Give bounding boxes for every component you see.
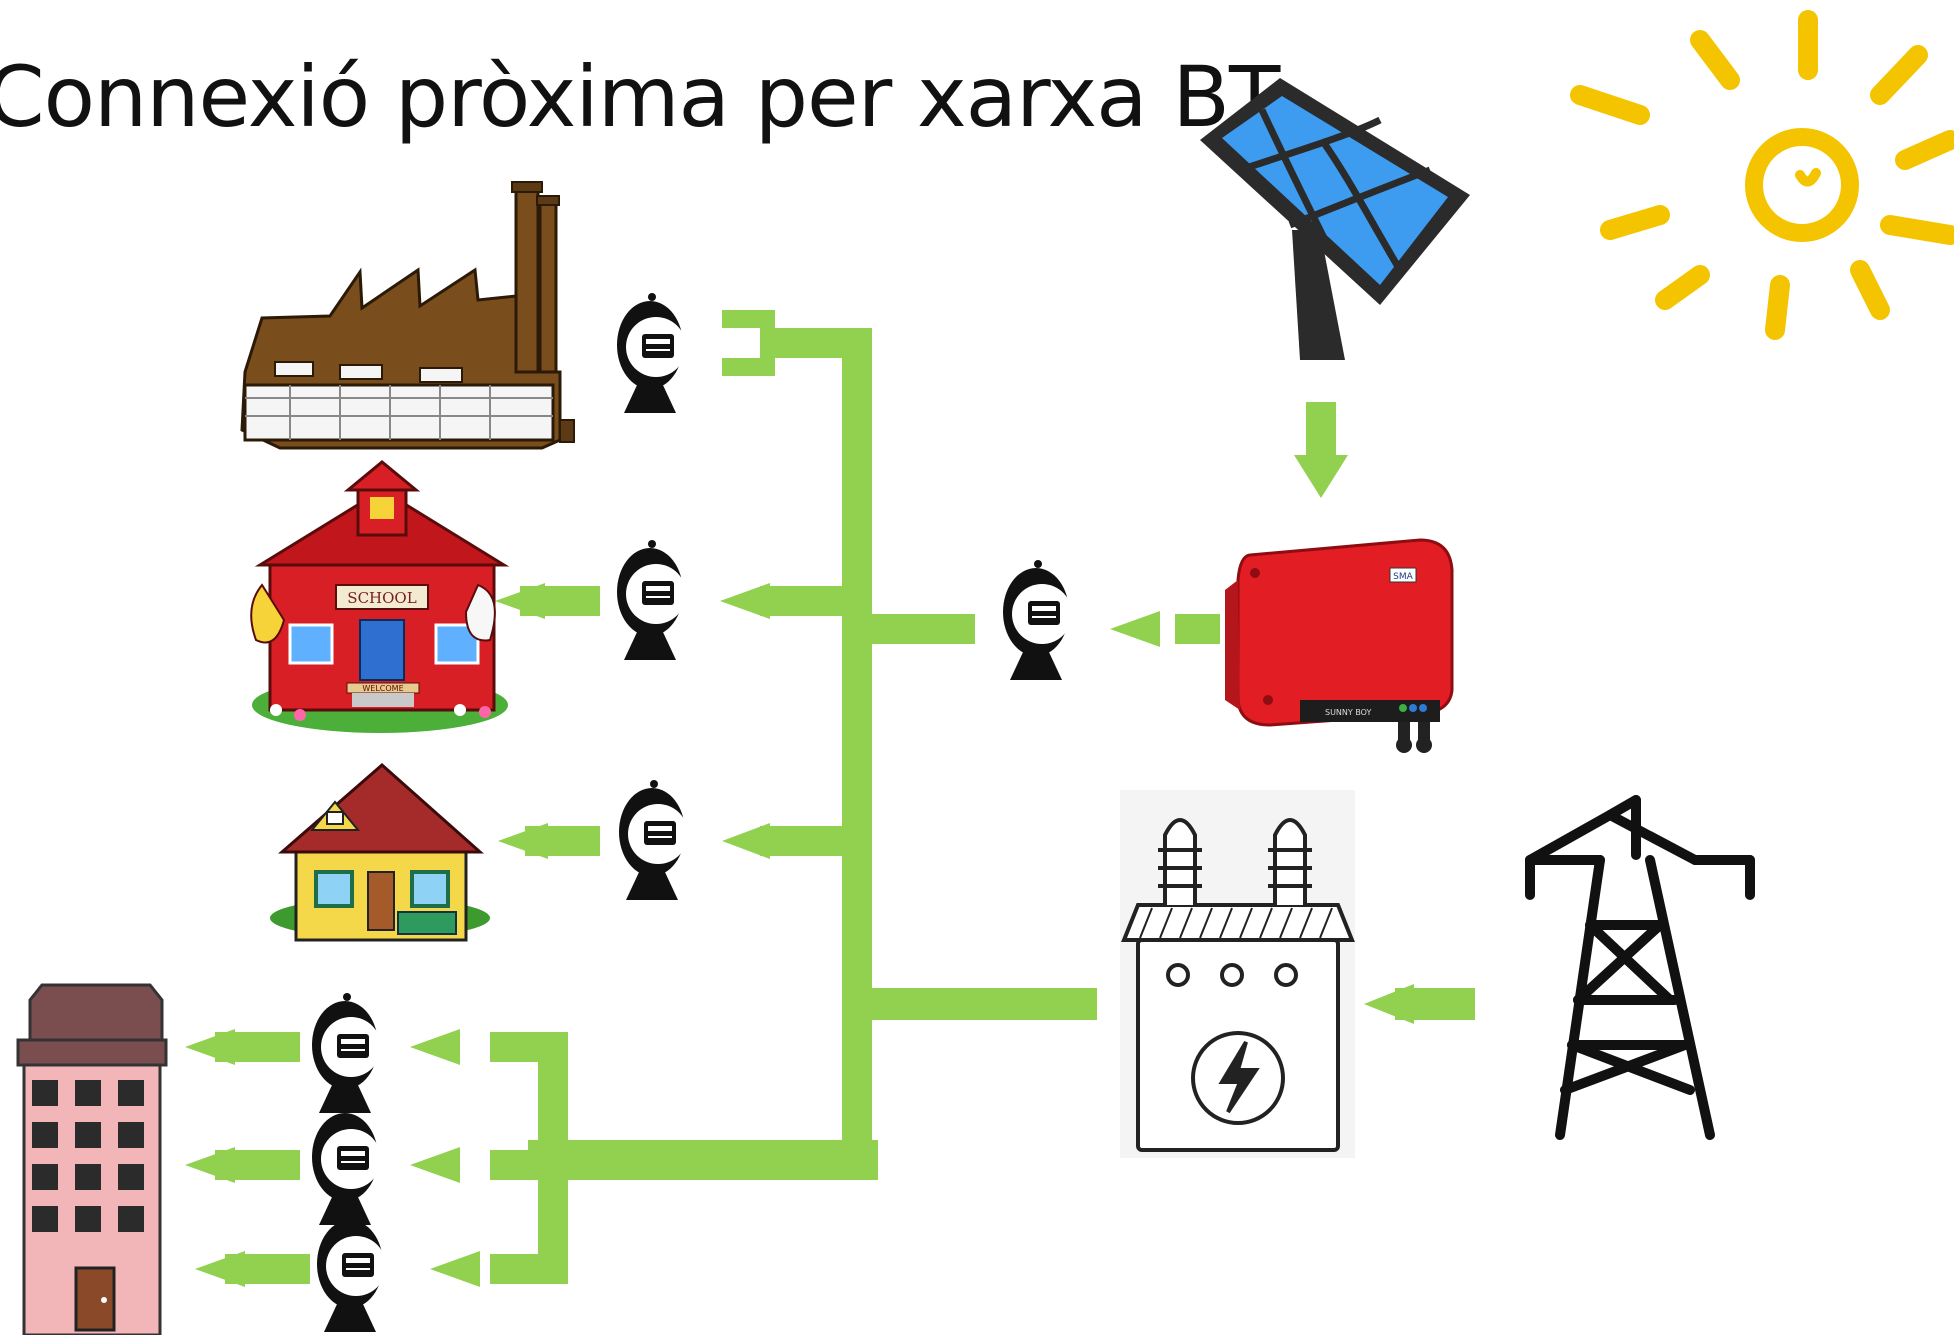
- arrow-to-meter-school: [720, 583, 770, 619]
- apartment-building-icon: [16, 983, 168, 1335]
- energy-meter-house: [618, 779, 689, 901]
- arrow-to-meter-house: [722, 823, 770, 859]
- sun-icon: [1570, 10, 1954, 340]
- transformer-feeder-line: [857, 988, 1097, 1020]
- arrow-to-school: [495, 583, 545, 619]
- inverter-label: SUNNY BOY: [1325, 708, 1372, 717]
- energy-meter-apartment-1: [311, 992, 382, 1114]
- pv-feeder-line: [857, 614, 975, 644]
- energy-meter-pv: [1002, 559, 1073, 681]
- arrow-from-solar-panel: [1294, 455, 1348, 498]
- main-trunk: [842, 328, 872, 1180]
- arrow-to-apartment-1: [185, 1029, 235, 1065]
- transformer-icon: [1120, 790, 1355, 1158]
- bottom-bus: [528, 1140, 878, 1180]
- energy-meter-factory: [616, 292, 687, 414]
- arrow-to-apartment-3: [195, 1251, 245, 1287]
- arrow-to-meter-factory: [722, 310, 775, 376]
- arrow-to-meter-apt1: [410, 1029, 460, 1065]
- inverter-brand: SMA: [1393, 572, 1413, 582]
- school-mat-text: WELCOME: [362, 684, 403, 693]
- inverter-icon: SMA SUNNY BOY: [1225, 538, 1454, 753]
- solar-panel-icon: [1200, 78, 1470, 360]
- energy-meter-school: [616, 539, 687, 661]
- diagram-title: Connexió pròxima per xarxa BT: [0, 48, 1280, 146]
- arrow-to-house: [498, 823, 548, 859]
- power-tower-icon: [1525, 795, 1755, 1140]
- lv-network: [185, 310, 1475, 1287]
- arrow-to-meter-pv: [1110, 611, 1160, 647]
- energy-meter-apartment-3: [316, 1211, 387, 1333]
- arrow-to-meter-apt3: [430, 1251, 480, 1287]
- house-icon: [270, 763, 490, 942]
- school-sign-text: SCHOOL: [347, 589, 416, 607]
- arrow-to-meter-apt2: [410, 1147, 460, 1183]
- arrow-to-apartment-2: [185, 1147, 235, 1183]
- factory-icon: [240, 181, 575, 450]
- energy-meter-apartment-2: [311, 1104, 382, 1226]
- school-icon: SCHOOL WELCOME: [250, 460, 510, 733]
